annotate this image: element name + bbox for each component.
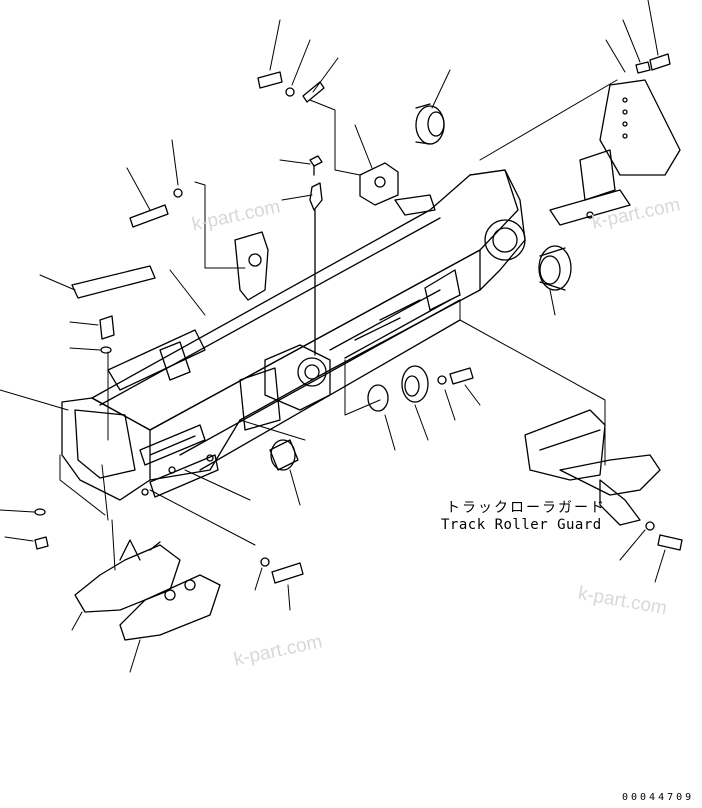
document-number: 00044709 [622, 792, 695, 803]
grease-fitting-top [309, 155, 323, 356]
top-plate-and-pin [71, 265, 156, 354]
upper-bracket [359, 162, 436, 216]
leader-lines [0, 0, 666, 673]
lower-guard [74, 539, 221, 641]
bracket-left-block [234, 231, 269, 301]
callout-japanese: トラックローラガード [446, 500, 606, 516]
track-frame [61, 169, 526, 501]
bolts [34, 53, 683, 584]
track-roller-guard [524, 409, 661, 526]
bushing-right [538, 245, 572, 291]
rear-bracket [549, 79, 681, 226]
callout-english: Track Roller Guard [441, 517, 602, 533]
roller-bearing-top [415, 103, 445, 145]
seal-set [367, 365, 474, 412]
bushing-left [269, 439, 299, 471]
